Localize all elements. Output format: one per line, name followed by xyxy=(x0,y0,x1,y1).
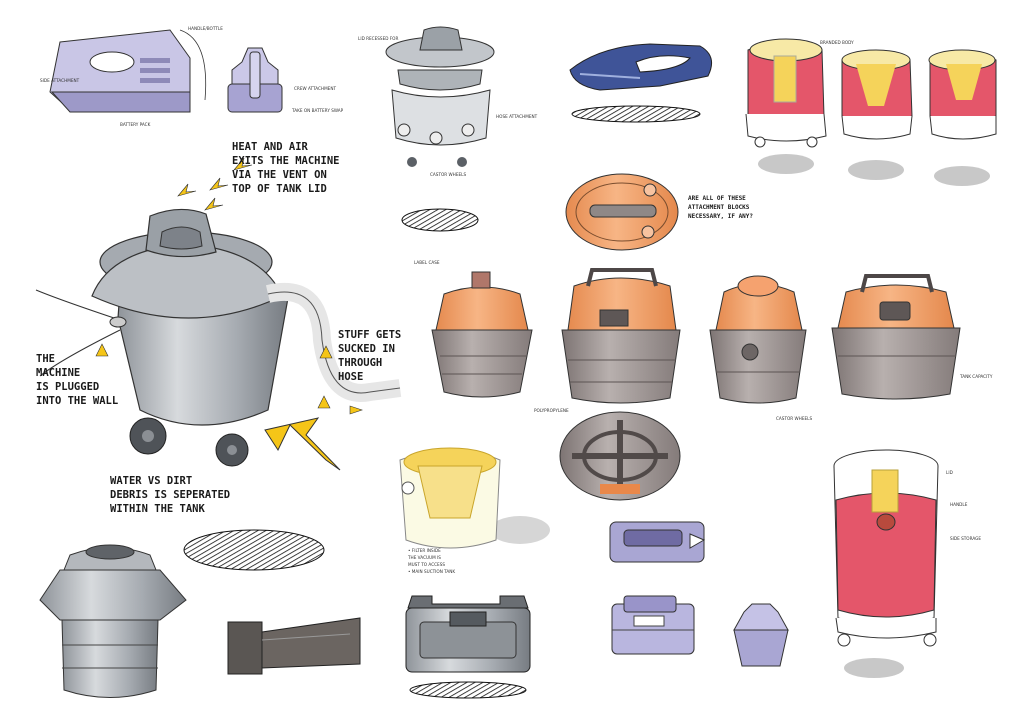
plugged-annotation: THE MACHINE IS PLUGGED INTO THE WALL xyxy=(36,353,118,407)
svg-text:TANK CAPACITY: TANK CAPACITY xyxy=(959,374,993,379)
heat-air-annotation: HEAT AND AIR EXITS THE MACHINE VIA THE V… xyxy=(232,141,346,195)
airflow-arrows xyxy=(95,157,363,471)
purple-dock-sketch xyxy=(609,521,706,563)
red-tank-sketch-1 xyxy=(745,38,827,148)
svg-text:TAKE ON BATTERY SWAP: TAKE ON BATTERY SWAP xyxy=(291,108,344,113)
svg-text:BRANDED BODY: BRANDED BODY xyxy=(820,40,854,45)
nozzle-attachment-sketch xyxy=(227,617,361,675)
svg-text:CASTOR WHEELS: CASTOR WHEELS xyxy=(776,416,812,421)
shadow-hatch xyxy=(401,208,479,232)
filter-cutaway-sketch xyxy=(399,447,550,549)
svg-text:BATTERY PACK: BATTERY PACK xyxy=(120,122,151,127)
svg-text:LABEL CASE: LABEL CASE xyxy=(414,260,440,265)
orange-vacuum-front xyxy=(431,271,533,398)
taupe-bottom-view xyxy=(559,411,681,501)
filter-part-sketch xyxy=(39,544,187,698)
svg-text:CASTOR WHEELS: CASTOR WHEELS xyxy=(430,172,466,177)
orange-vacuum-back xyxy=(709,275,807,404)
shadow-ellipse xyxy=(934,166,990,186)
red-tank-sketch-3 xyxy=(928,49,997,140)
water-dirt-annotation: WATER VS DIRT DEBRIS IS SEPERATED WITHIN… xyxy=(110,475,236,515)
grey-canister-sketch: LID RECESSED FOR HOSE ATTACHMENT CASTOR … xyxy=(358,26,538,177)
svg-text:HANDLE/BOTTLE: HANDLE/BOTTLE xyxy=(188,26,223,31)
attachments-question: ARE ALL OF THESE ATTACHMENT BLOCKS NECES… xyxy=(688,195,753,220)
shadow-ellipse xyxy=(758,154,814,174)
svg-text:POLYPROPYLENE: POLYPROPYLENE xyxy=(534,408,569,413)
shadow-hatch xyxy=(183,529,325,571)
svg-text:HOSE ATTACHMENT: HOSE ATTACHMENT xyxy=(496,114,538,119)
orange-lid-top-view xyxy=(565,173,679,251)
shadow-ellipse xyxy=(848,160,904,180)
svg-text:SIDE STORAGE: SIDE STORAGE xyxy=(950,536,981,541)
main-vacuum-sketch xyxy=(35,208,402,467)
purple-cap-sketch xyxy=(733,603,789,667)
svg-text:HANDLE: HANDLE xyxy=(950,502,968,507)
shadow-ellipse xyxy=(844,658,904,678)
svg-text:LID RECESSED FOR: LID RECESSED FOR xyxy=(358,36,398,41)
red-tank-sketch-2 xyxy=(841,49,913,140)
red-vacuum-outline-sketch: LID HANDLE SIDE STORAGE xyxy=(833,449,981,647)
stuff-sucked-annotation: STUFF GETS SUCKED IN THROUGH HOSE xyxy=(338,329,408,383)
orange-vacuum-side-1 xyxy=(561,268,681,404)
filter-caption: • FILTER INSIDE THE VACUUM IS MUST TO AC… xyxy=(407,548,455,574)
svg-text:LID: LID xyxy=(946,470,953,475)
svg-text:SIDE ATTACHMENT: SIDE ATTACHMENT xyxy=(40,78,80,83)
purple-unit-side-sketch: CREW ATTACHMENT TAKE ON BATTERY SWAP xyxy=(227,47,344,113)
svg-text:CREW ATTACHMENT: CREW ATTACHMENT xyxy=(294,86,336,91)
grey-body-block-sketch xyxy=(405,595,531,673)
shadow-hatch xyxy=(571,105,701,123)
navy-handheld-sketch xyxy=(569,43,713,91)
shadow-hatch xyxy=(409,681,527,699)
orange-vacuum-side-2 xyxy=(831,274,961,400)
purple-handheld-sketch: SIDE ATTACHMENT HANDLE/BOTTLE BATTERY PA… xyxy=(40,26,223,127)
purple-power-unit-sketch xyxy=(611,595,695,655)
